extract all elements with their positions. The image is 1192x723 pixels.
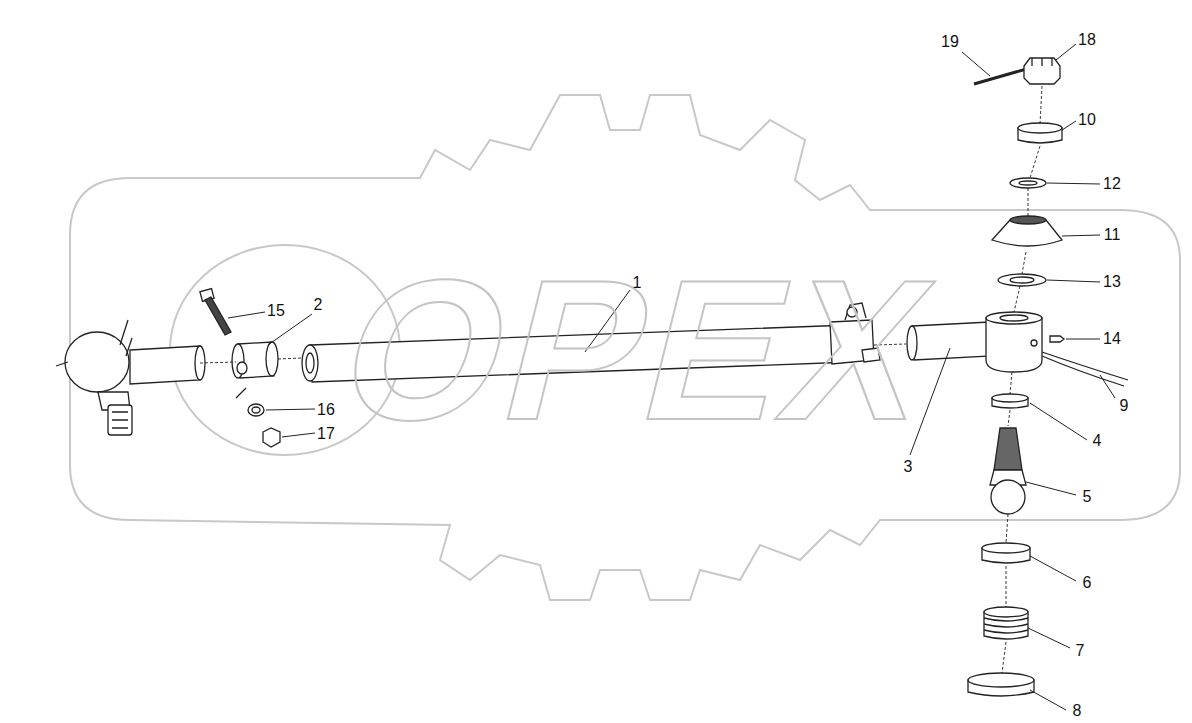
callout-number: 3 — [904, 459, 913, 475]
callout-number: 13 — [1103, 274, 1121, 290]
callout-number: 6 — [1083, 575, 1092, 591]
callout-number: 17 — [317, 426, 335, 442]
callout-number: 7 — [1076, 643, 1085, 659]
callout-number: 1 — [633, 275, 642, 291]
callout-number: 19 — [941, 34, 959, 50]
callout-number: 16 — [317, 402, 335, 418]
callout-number: 11 — [1104, 227, 1121, 243]
callout-number: 10 — [1078, 112, 1096, 128]
callout-number: 8 — [1073, 703, 1082, 719]
callout-number: 18 — [1078, 32, 1096, 48]
leader-lines — [228, 44, 1115, 710]
callout-number: 15 — [267, 303, 285, 319]
callout-number: 12 — [1103, 176, 1121, 192]
callout-number: 4 — [1093, 433, 1102, 449]
callout-number: 14 — [1103, 331, 1121, 347]
callout-number: 9 — [1120, 398, 1129, 414]
parts — [56, 58, 1128, 696]
watermark-outline — [70, 95, 1180, 600]
callout-number: 5 — [1083, 489, 1092, 505]
axis-lines — [200, 86, 1042, 673]
callout-number: 2 — [314, 297, 323, 313]
